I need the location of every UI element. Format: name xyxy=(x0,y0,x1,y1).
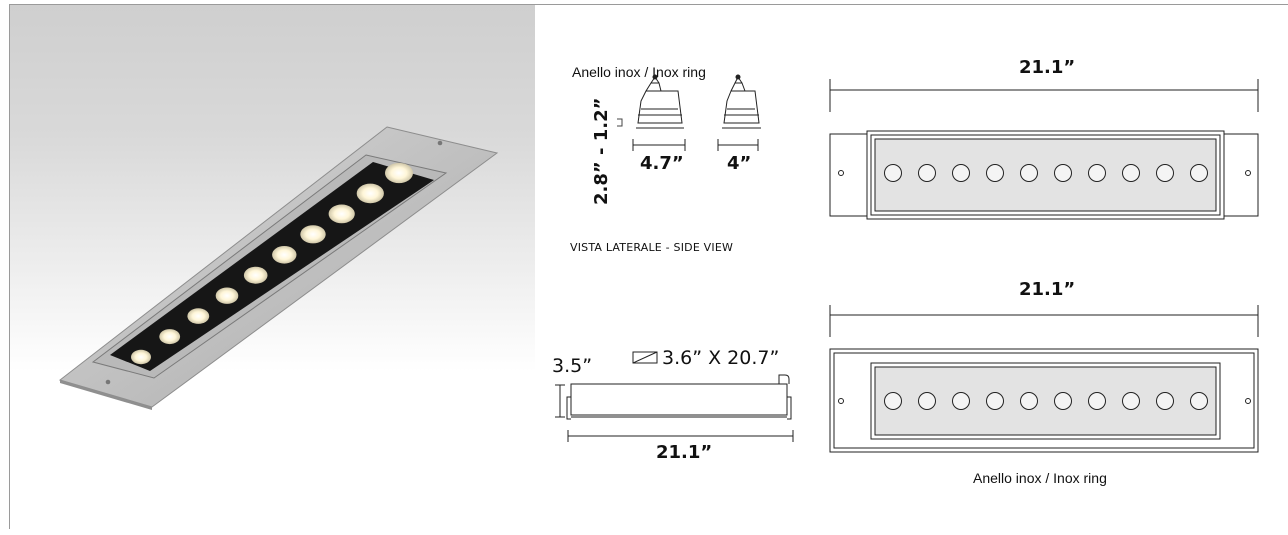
led-circle xyxy=(1190,392,1208,410)
side-view-caption: VISTA LATERALE - SIDE VIEW xyxy=(570,241,733,254)
led-light xyxy=(356,183,384,204)
led-circle xyxy=(952,392,970,410)
length-mid-label: 21.1” xyxy=(1019,279,1075,300)
led-light xyxy=(328,204,355,224)
led-circle xyxy=(918,392,936,410)
led-circle xyxy=(1020,164,1038,182)
technical-drawing-panel: Anello inox / Inox ring 2.8” - 1.2” 4.7” xyxy=(535,4,1288,529)
technical-drawing: Anello inox / Inox ring 2.8” - 1.2” 4.7” xyxy=(552,57,1259,486)
led-circle xyxy=(1122,164,1140,182)
led-circle xyxy=(1122,392,1140,410)
luminaire-render xyxy=(58,126,499,410)
screw-bottom xyxy=(105,379,111,385)
long-side-profile xyxy=(566,374,792,420)
led-circle xyxy=(986,164,1004,182)
trim-plate-edge xyxy=(60,380,152,410)
height-range-label: 2.8” - 1.2” xyxy=(591,98,612,205)
led-circle xyxy=(918,164,936,182)
led-circle xyxy=(1088,392,1106,410)
led-circle xyxy=(884,164,902,182)
ring-label-top: Anello inox / Inox ring xyxy=(572,64,706,80)
length-side-dim xyxy=(567,430,794,442)
led-light xyxy=(385,162,413,184)
led-light xyxy=(243,266,268,284)
length-mid-dim xyxy=(829,305,1259,337)
led-circle xyxy=(1190,164,1208,182)
led-circle xyxy=(952,164,970,182)
height-bracket xyxy=(617,118,623,127)
led-row xyxy=(131,162,413,365)
led-circle xyxy=(1054,164,1072,182)
length-top-label: 21.1” xyxy=(1019,57,1075,78)
led-light xyxy=(215,287,239,304)
led-circle xyxy=(986,392,1004,410)
screw-top xyxy=(437,140,443,146)
plan-top-led-row xyxy=(884,164,1208,182)
dim-line-4-7 xyxy=(632,139,686,151)
led-circle xyxy=(1156,164,1174,182)
length-top-dim xyxy=(829,79,1259,112)
plan-bottom-led-row xyxy=(884,392,1208,410)
led-light xyxy=(187,308,210,324)
led-circle xyxy=(1088,164,1106,182)
height-side-label: 3.5” xyxy=(552,355,592,377)
led-light xyxy=(131,349,151,365)
black-housing xyxy=(110,162,434,371)
cutout-size-label: 3.6” X 20.7” xyxy=(662,347,779,369)
width-b-label: 4” xyxy=(727,153,751,174)
side-profile-large xyxy=(636,74,684,129)
led-light xyxy=(272,246,297,264)
product-photo-panel xyxy=(9,4,536,529)
led-circle xyxy=(1020,392,1038,410)
led-circle xyxy=(1156,392,1174,410)
led-light xyxy=(159,329,181,345)
dim-line-4 xyxy=(717,139,759,151)
height-side-dim xyxy=(555,384,565,418)
ring-label-bottom: Anello inox / Inox ring xyxy=(973,470,1107,486)
led-circle xyxy=(884,392,902,410)
side-profile-small xyxy=(722,74,761,129)
led-circle xyxy=(1054,392,1072,410)
width-a-label: 4.7” xyxy=(640,153,684,174)
led-light xyxy=(300,225,326,244)
cutout-symbol xyxy=(632,351,658,364)
length-side-label: 21.1” xyxy=(656,442,712,463)
